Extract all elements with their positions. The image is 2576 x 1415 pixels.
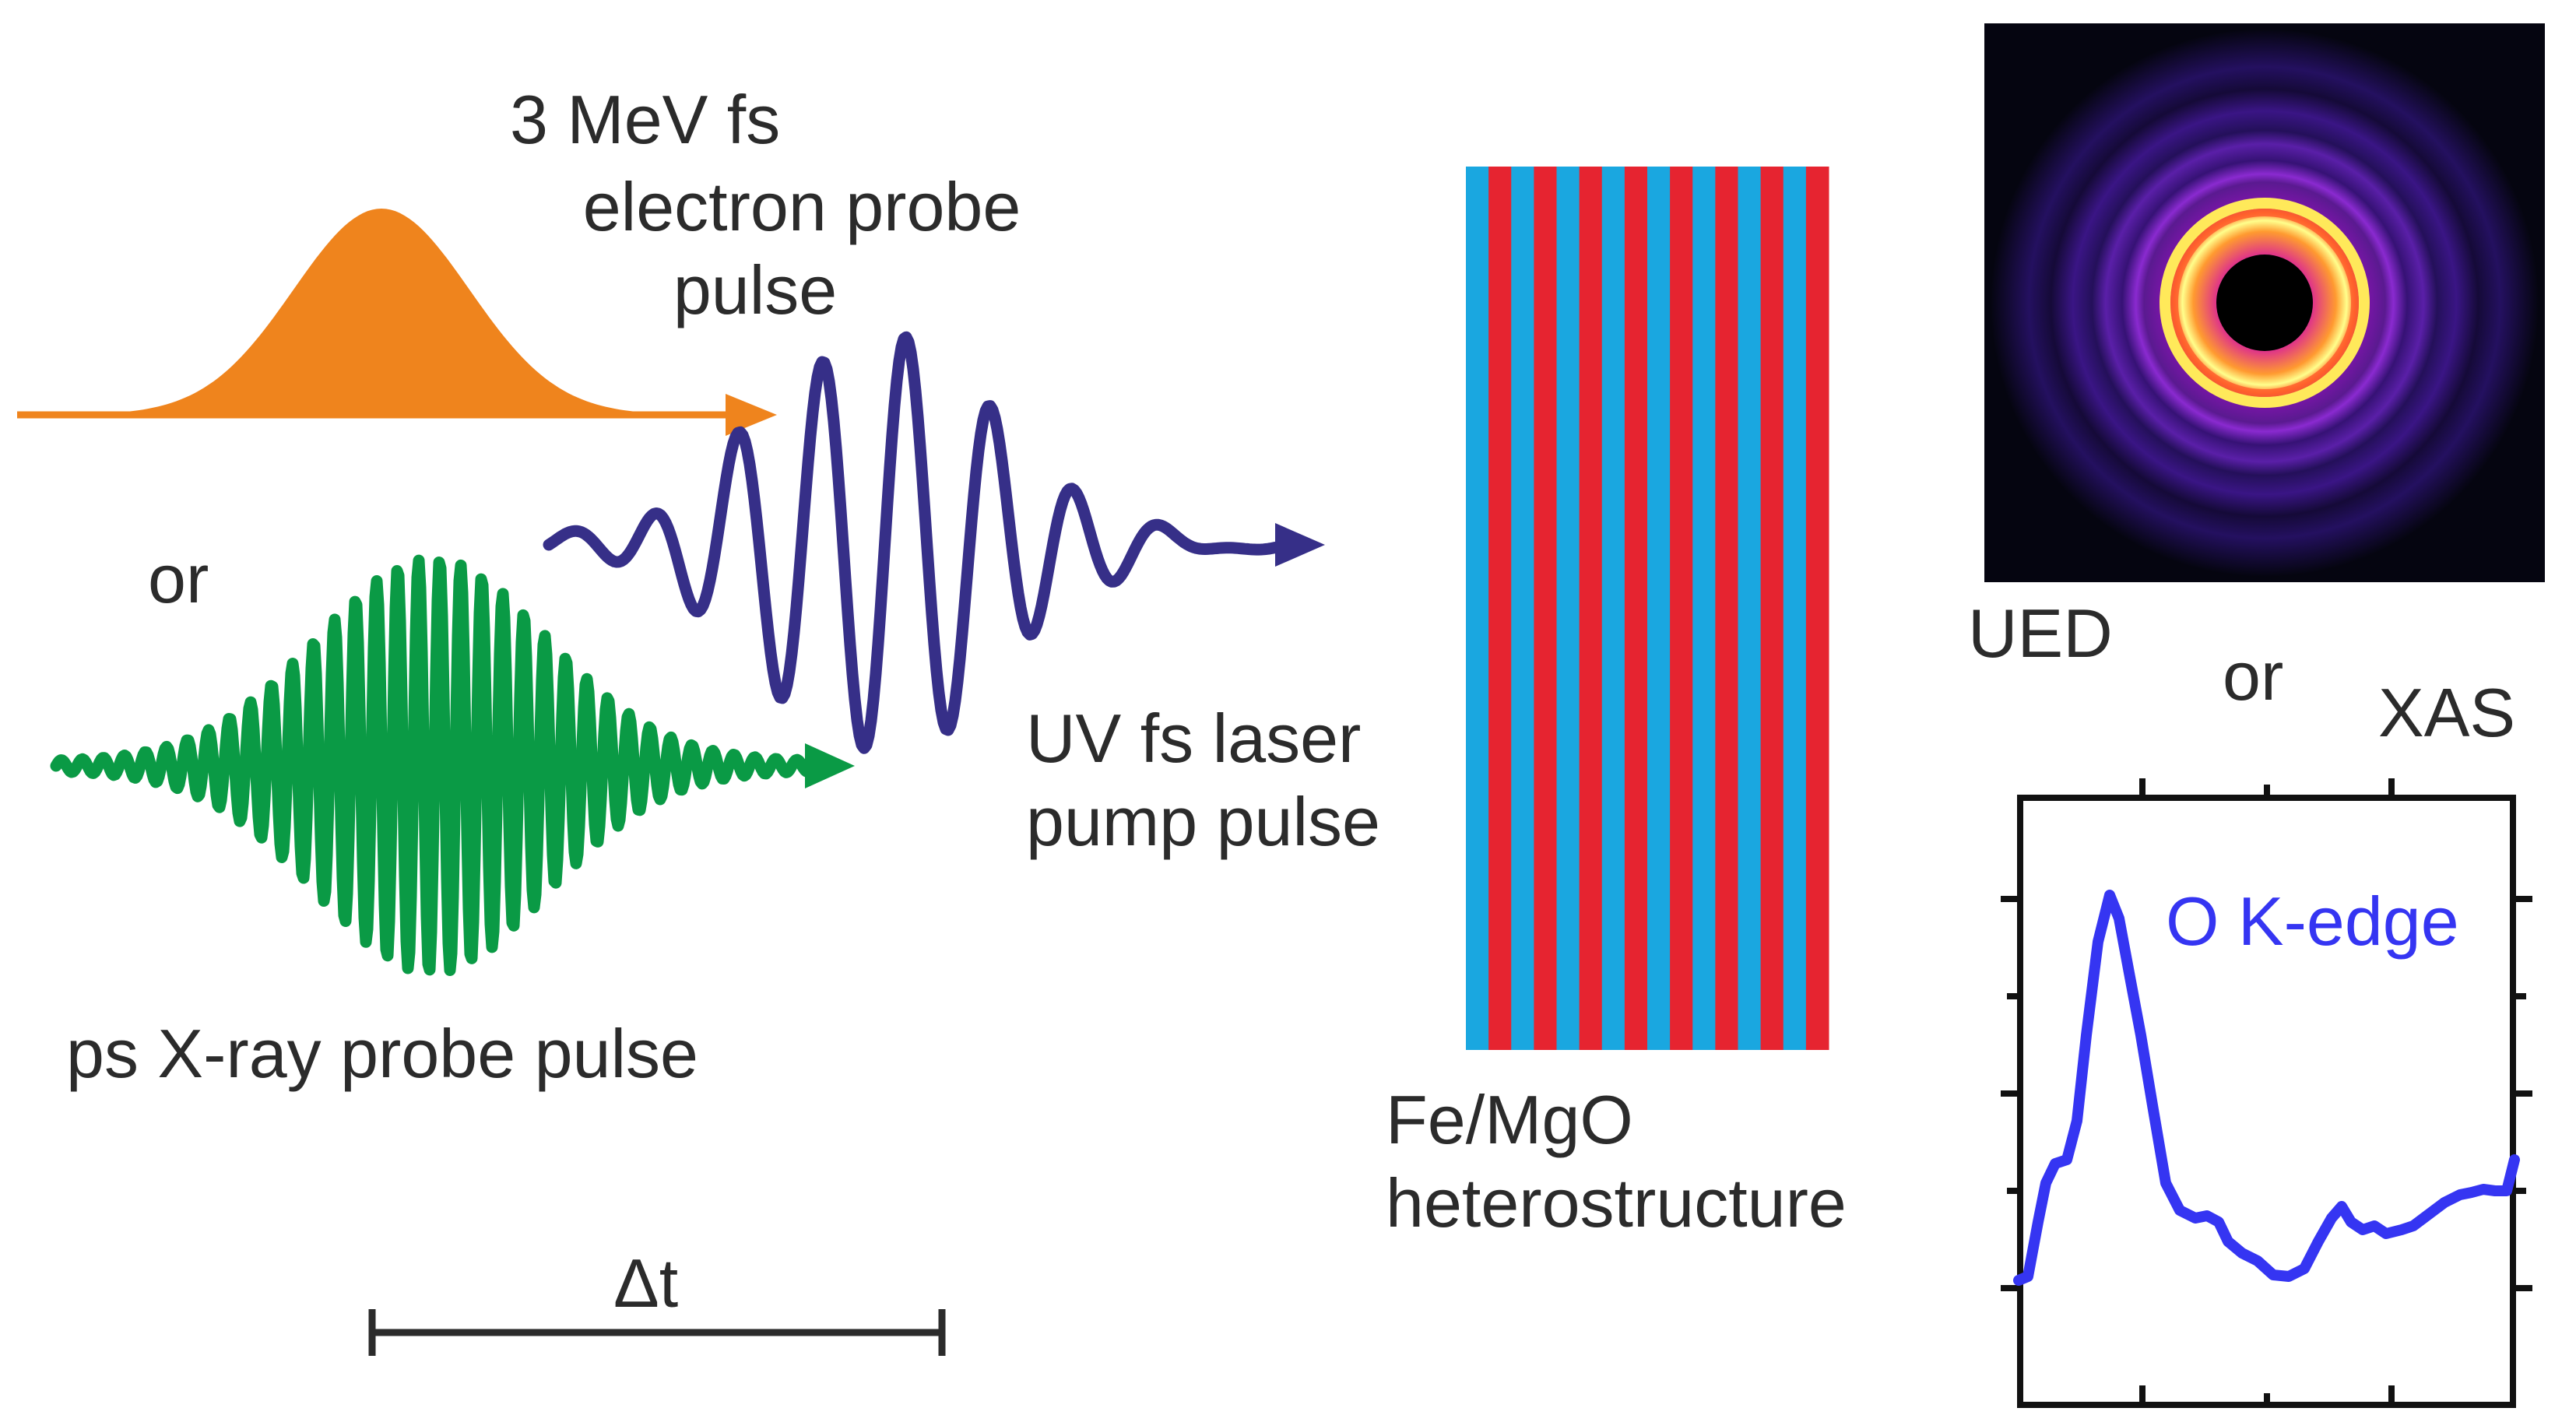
sample-layer <box>1760 167 1784 1050</box>
or-left-label: or <box>148 540 209 617</box>
sample-layer <box>1534 167 1558 1050</box>
sample-layer <box>1670 167 1693 1050</box>
sample-layer <box>1647 167 1671 1050</box>
fe-mgo-heterostructure-sample <box>1466 167 1829 1050</box>
uv-pump-line1: UV fs laser <box>1026 700 1362 777</box>
sample-layer <box>1601 167 1625 1050</box>
xray-probe-pulse-wave <box>50 554 816 976</box>
sample-line1: Fe/MgO <box>1386 1081 1633 1158</box>
sample-layer <box>1466 167 1489 1050</box>
uv-pump-pulse-wave <box>543 331 1281 754</box>
sample-label: Fe/MgO heterostructure <box>1386 1078 1847 1245</box>
electron-probe-line3: pulse <box>673 251 838 329</box>
delay-label: Δt <box>613 1245 679 1322</box>
uv-pump-line2: pump pulse <box>1026 783 1380 861</box>
xas-spectrum-curve <box>2013 890 2520 1286</box>
xray-probe-label: ps X-ray probe pulse <box>66 1015 698 1092</box>
ued-label: UED <box>1968 595 2113 672</box>
sample-layer <box>1692 167 1716 1050</box>
sample-layer <box>1556 167 1580 1050</box>
time-delay-bar <box>368 1309 946 1356</box>
xray-probe-arrowhead-icon <box>805 743 855 788</box>
electron-probe-label: 3 MeV fs <box>510 78 780 161</box>
electron-probe-label-cont: electron probe pulse <box>537 165 1067 332</box>
sample-line2: heterostructure <box>1386 1164 1847 1242</box>
sample-layer <box>1488 167 1512 1050</box>
electron-probe-line1: 3 MeV fs <box>510 81 781 158</box>
sample-layer <box>1511 167 1534 1050</box>
electron-probe-arrowhead-icon <box>726 394 777 436</box>
sample-layer <box>1738 167 1762 1050</box>
or-right-label: or <box>2223 637 2284 715</box>
sample-layer <box>1579 167 1603 1050</box>
electron-probe-line2: electron probe <box>582 168 1021 245</box>
electron-probe-pulse-shape <box>17 209 732 415</box>
sample-layer <box>1624 167 1648 1050</box>
xas-label: XAS <box>2378 674 2516 751</box>
sample-layer <box>1715 167 1739 1050</box>
xas-plot-frame <box>2001 778 2532 1408</box>
uv-pump-label: UV fs laser pump pulse <box>1026 697 1380 864</box>
sample-layer <box>1805 167 1829 1050</box>
uv-pump-arrowhead-icon <box>1275 523 1325 567</box>
ued-diffraction-pattern <box>1984 23 2545 582</box>
o-k-edge-label: O K-edge <box>2166 883 2459 960</box>
sample-layer <box>1783 167 1807 1050</box>
